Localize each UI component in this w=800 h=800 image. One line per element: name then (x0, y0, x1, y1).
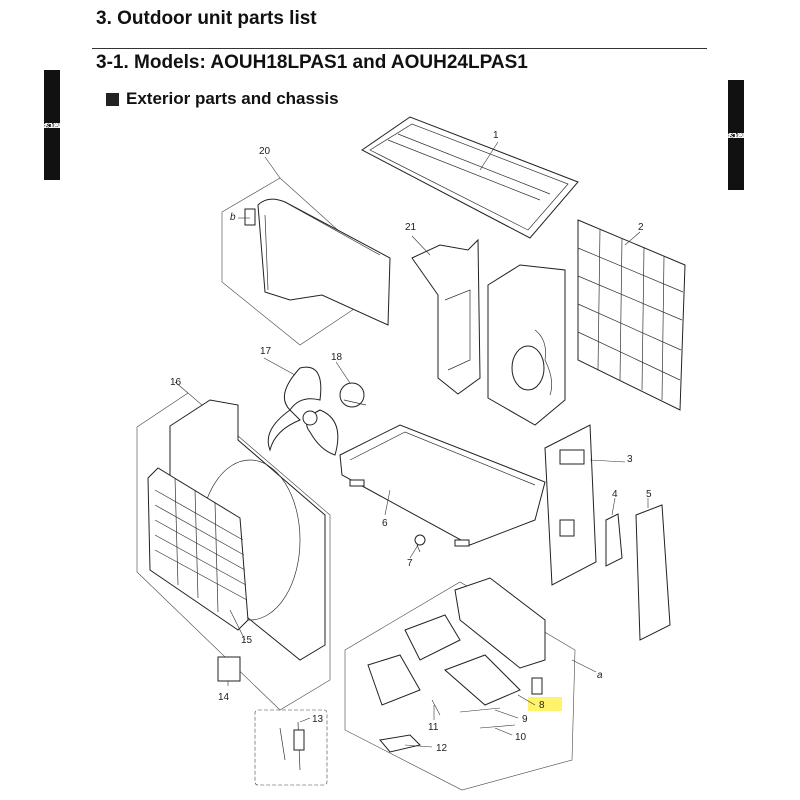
part-7-fitting (414, 534, 426, 553)
callout-2: 2 (638, 222, 644, 233)
callout-14: 14 (218, 692, 230, 703)
black-square-icon (106, 92, 119, 106)
callout-21: 21 (405, 222, 417, 233)
callout-15: 15 (241, 635, 253, 646)
subsection-title: Exterior parts and chassis (106, 89, 339, 109)
electrical-assembly (344, 577, 576, 791)
callout-9: 9 (522, 714, 528, 725)
subsection-title-text: Exterior parts and chassis (126, 89, 339, 108)
callout-17: 17 (260, 346, 272, 357)
part-6-base (339, 424, 546, 547)
callout-11: 11 (428, 722, 439, 733)
callout-12: 12 (436, 743, 448, 754)
highlight-8 (528, 697, 562, 711)
callout-20: 20 (259, 146, 271, 157)
part-18-fan-motor (339, 382, 367, 408)
callout-b: b (230, 212, 236, 223)
part-21-bracket (411, 238, 481, 395)
callout-7: 7 (407, 558, 413, 569)
part-5-tall-cover (635, 504, 671, 641)
part-20-heat-exchanger (221, 177, 391, 346)
title-rule (92, 48, 707, 49)
section-title: 3. Outdoor unit parts list (96, 8, 317, 29)
part-2-rear-grille (577, 219, 686, 411)
callout-8: 8 (539, 700, 545, 711)
callout-1: 1 (493, 130, 499, 141)
callout-a: a (597, 670, 603, 681)
part-13-accessory (254, 709, 328, 786)
part-3-side-panel (544, 424, 597, 586)
leader-lines (174, 141, 649, 748)
callout-10: 10 (515, 732, 527, 743)
callout-3: 3 (627, 454, 633, 465)
callout-4: 4 (612, 489, 618, 500)
callout-6: 6 (382, 518, 388, 529)
callout-18: 18 (331, 352, 343, 363)
callout-16: 16 (170, 377, 182, 388)
part-17-fan (267, 366, 339, 456)
part-1-top-panel (361, 116, 579, 239)
callout-5: 5 (646, 489, 652, 500)
part-4-cover (605, 513, 623, 567)
models-title: 3-1. Models: AOUH18LPAS1 and AOUH24LPAS1 (96, 52, 528, 73)
part-15-front-grille (147, 467, 249, 631)
callout-13: 13 (312, 714, 324, 725)
compressor-assembly (487, 264, 566, 426)
part-14-label (217, 656, 241, 682)
